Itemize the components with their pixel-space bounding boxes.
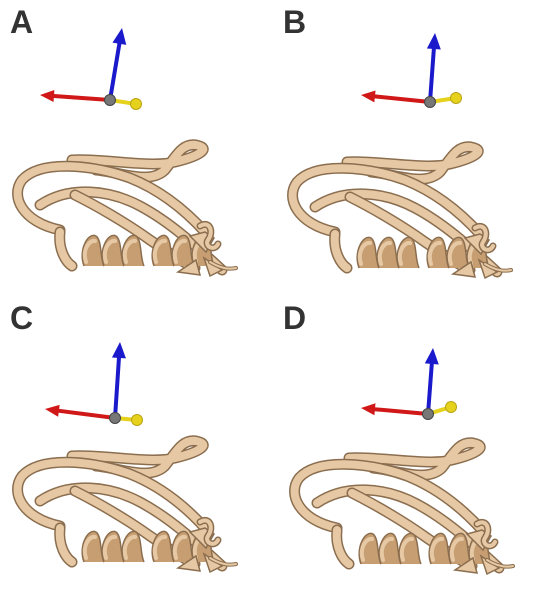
y-axis-shaft — [115, 355, 119, 418]
panel-d-scene — [273, 296, 546, 592]
y-axis-shaft — [430, 45, 434, 102]
x-axis-shaft — [375, 96, 430, 102]
panel-b-scene — [273, 0, 546, 296]
origin-sphere — [105, 95, 116, 106]
y-axis-arrowhead — [425, 348, 439, 364]
axes-icon — [361, 348, 457, 420]
x-axis-shaft — [59, 411, 115, 418]
protein-ribbon-icon — [18, 145, 236, 276]
x-axis-arrowhead — [40, 90, 54, 102]
protein-ribbon-icon — [295, 443, 513, 574]
z-axis-ball — [132, 415, 143, 426]
x-axis-arrowhead — [361, 90, 376, 102]
z-axis-ball — [451, 93, 462, 104]
x-axis-arrowhead — [361, 403, 375, 415]
y-axis-arrowhead — [112, 28, 126, 45]
y-axis-arrowhead — [112, 342, 126, 358]
z-axis-ball — [446, 402, 457, 413]
panel-a-scene — [0, 0, 273, 296]
panel-c-scene — [0, 296, 273, 592]
panel-d: D — [273, 296, 546, 592]
x-axis-arrowhead — [45, 405, 60, 417]
axes-icon — [40, 28, 142, 110]
panel-c: C — [0, 296, 273, 592]
y-axis-arrowhead — [427, 33, 441, 49]
y-axis-shaft — [110, 40, 120, 100]
protein-ribbon-icon — [18, 441, 236, 572]
x-axis-shaft — [54, 96, 110, 100]
z-axis-ball — [131, 99, 142, 110]
axes-icon — [45, 342, 143, 426]
y-axis-shaft — [428, 359, 432, 414]
origin-sphere — [423, 409, 434, 420]
origin-sphere — [425, 97, 436, 108]
origin-sphere — [110, 413, 121, 424]
protein-ribbon-icon — [293, 147, 511, 278]
panel-a: A — [0, 0, 273, 296]
panel-b: B — [273, 0, 546, 296]
x-axis-shaft — [374, 409, 428, 414]
axes-icon — [361, 33, 462, 108]
